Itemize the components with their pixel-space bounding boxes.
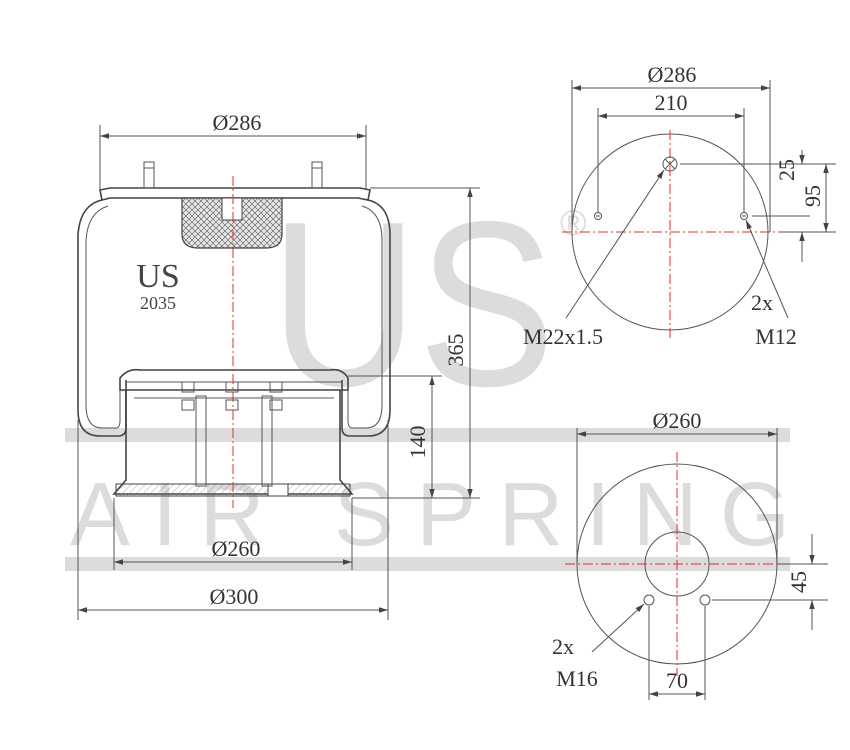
right-stud [311, 161, 323, 189]
dim-piston-height-label: 140 [405, 426, 430, 459]
brand-label: US [136, 258, 179, 295]
piston-column-right [261, 395, 273, 487]
dim-height: 365 [352, 187, 480, 499]
dim-top-diameter: Ø286 [99, 110, 367, 190]
bellows-outer [77, 199, 127, 437]
hole-thread-label: M16 [556, 666, 598, 691]
left-stud [143, 161, 155, 189]
watermark: US ® AIR SPRING [65, 172, 790, 571]
dim-max-diameter: Ø300 [77, 420, 389, 620]
air-fitting-block [181, 197, 283, 249]
top-plate-diameter-label: Ø286 [648, 62, 697, 87]
bottom-plate-view: Ø260 45 70 2x M16 [552, 408, 828, 700]
dim-piston-diameter: Ø260 [113, 498, 353, 570]
air-fitting-thread-label: M22x1.5 [523, 324, 603, 349]
piston-bolts [181, 381, 283, 411]
stud-count-label: 2x [751, 290, 773, 315]
hole-count-label: 2x [552, 634, 574, 659]
model-number: 2035 [140, 293, 176, 313]
bottom-hole-left [643, 594, 655, 606]
dim-max-diameter-label: Ø300 [210, 584, 259, 609]
top-plate-view: Ø286 210 25 95 M22x1.5 2x M12 [523, 62, 836, 349]
hole-spacing-label: 70 [666, 668, 688, 693]
stud-thread-label: M12 [755, 324, 797, 349]
stud-hole-right [740, 212, 748, 220]
air-fitting-hole [662, 156, 678, 172]
bottom-offset-label: 45 [786, 571, 811, 593]
watermark-logo: US [270, 172, 555, 435]
bottom-hole-right [699, 594, 711, 606]
stud-hole-left [594, 212, 602, 220]
offset-small-label: 25 [774, 159, 799, 181]
offset-large-label: 95 [800, 185, 825, 207]
watermark-banner: AIR SPRING [70, 465, 790, 565]
side-view: US 2035 Ø286 365 140 Ø260 [77, 110, 480, 620]
dim-piston-diameter-label: Ø260 [212, 536, 261, 561]
piston-column-left [195, 395, 207, 487]
dim-piston-height: 140 [348, 375, 442, 498]
watermark-registered-mark: ® [560, 202, 587, 243]
stud-spacing-label: 210 [655, 90, 688, 115]
piston-top [119, 368, 349, 391]
bottom-plate-diameter-label: Ø260 [653, 408, 702, 433]
dim-top-diameter-label: Ø286 [213, 110, 262, 135]
bellows-inner [85, 205, 121, 429]
dim-height-label: 365 [443, 334, 468, 367]
